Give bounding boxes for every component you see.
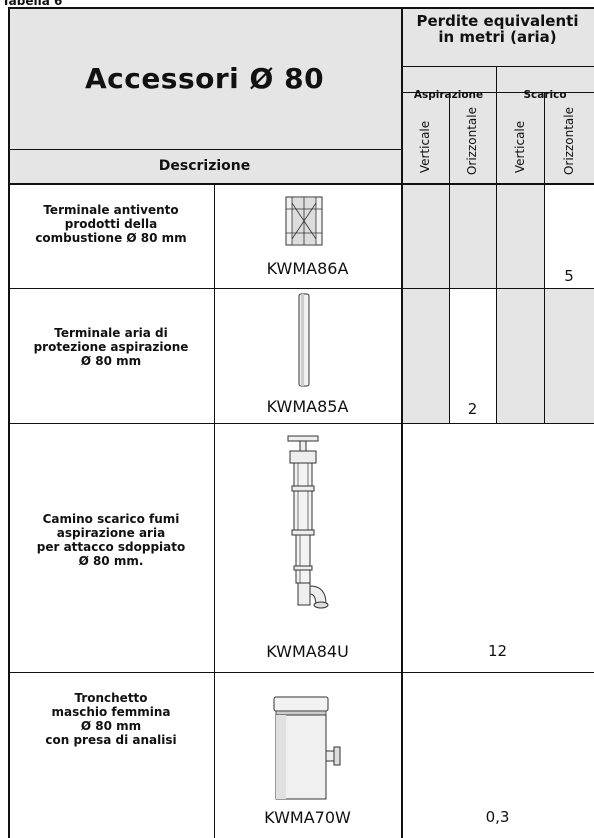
header-divider: [8, 149, 401, 150]
asp-orizzontale-label: Orizzontale: [465, 106, 479, 176]
row2-value: 2: [467, 400, 478, 418]
row3-desc-line: per attacco sdoppiato: [36, 540, 186, 554]
row1-bottom: [8, 288, 594, 289]
row4-code: KWMA70W: [264, 808, 351, 827]
losses-title-line1: Perdite equivalenti: [416, 12, 579, 30]
row2-desc-line: Terminale aria di: [54, 326, 168, 340]
border-left: [8, 7, 10, 838]
row4-description: Tronchetto maschio femmina Ø 80 mm con p…: [8, 691, 214, 747]
desc-code-divider: [214, 184, 215, 838]
row2-desc-line: Ø 80 mm: [80, 354, 142, 368]
losses-title: Perdite equivalenti in metri (aria): [401, 13, 594, 45]
terminal-aria-icon: [298, 293, 310, 387]
subhead-underline: [401, 92, 594, 93]
title-cell: [8, 7, 401, 149]
row1-desc-line: prodotti della: [64, 217, 158, 231]
scar-verticale-label: Verticale: [513, 120, 527, 174]
asp-verticale-label: Verticale: [418, 120, 432, 174]
row2-description: Terminale aria di protezione aspirazione…: [8, 326, 214, 368]
row3-value: 12: [487, 642, 508, 660]
row2-desc-line: protezione aspirazione: [33, 340, 189, 354]
row3-description: Camino scarico fumi aspirazione aria per…: [8, 512, 214, 568]
border-top: [8, 7, 594, 9]
row2-grey-b: [496, 288, 594, 423]
row2-bottom: [8, 423, 594, 424]
descrizione-header: Descrizione: [158, 158, 251, 174]
row4-desc-line: Ø 80 mm: [80, 719, 142, 733]
row3-desc-line: Ø 80 mm.: [78, 554, 144, 568]
table-title: Accessori Ø 80: [84, 62, 325, 95]
losses-header-cell: [401, 7, 594, 184]
scarico-label: Scarico: [523, 89, 567, 101]
row1-code: KWMA86A: [266, 259, 349, 278]
tronchetto-icon: [273, 696, 341, 800]
row4-desc-line: maschio femmina: [51, 705, 171, 719]
camino-scarico-icon: [287, 435, 329, 609]
row3-desc-line: aspirazione aria: [56, 526, 166, 540]
asp-scar-divider: [496, 66, 497, 423]
row4-value: 0,3: [485, 808, 510, 826]
row1-value: 5: [564, 267, 574, 285]
row3-code: KWMA84U: [266, 642, 349, 661]
header-bottom: [8, 183, 594, 185]
table-caption: Tabella 6: [2, 0, 63, 8]
title-divider: [401, 7, 403, 838]
losses-title-line2: in metri (aria): [438, 28, 557, 46]
row1-grey-a: [401, 184, 544, 288]
scar-orizzontale-label: Orizzontale: [562, 106, 576, 176]
row2-grey-a: [401, 288, 449, 423]
descrizione-header-cell: [8, 149, 401, 184]
row4-desc-line: Tronchetto: [74, 691, 148, 705]
scar-col-divider: [544, 92, 545, 423]
asp-col-divider: [449, 92, 450, 423]
row3-bottom: [8, 672, 594, 673]
terminal-antivento-icon: [285, 196, 323, 246]
row3-desc-line: Camino scarico fumi: [42, 512, 180, 526]
accessories-table: Accessori Ø 80 Perdite equivalenti in me…: [8, 7, 594, 838]
row1-description: Terminale antivento prodotti della combu…: [8, 203, 214, 245]
row4-desc-line: con presa di analisi: [45, 733, 177, 747]
row1-desc-line: Terminale antivento: [43, 203, 179, 217]
losses-title-underline: [401, 66, 594, 67]
row1-desc-line: combustione Ø 80 mm: [35, 231, 187, 245]
row2-code: KWMA85A: [266, 397, 349, 416]
